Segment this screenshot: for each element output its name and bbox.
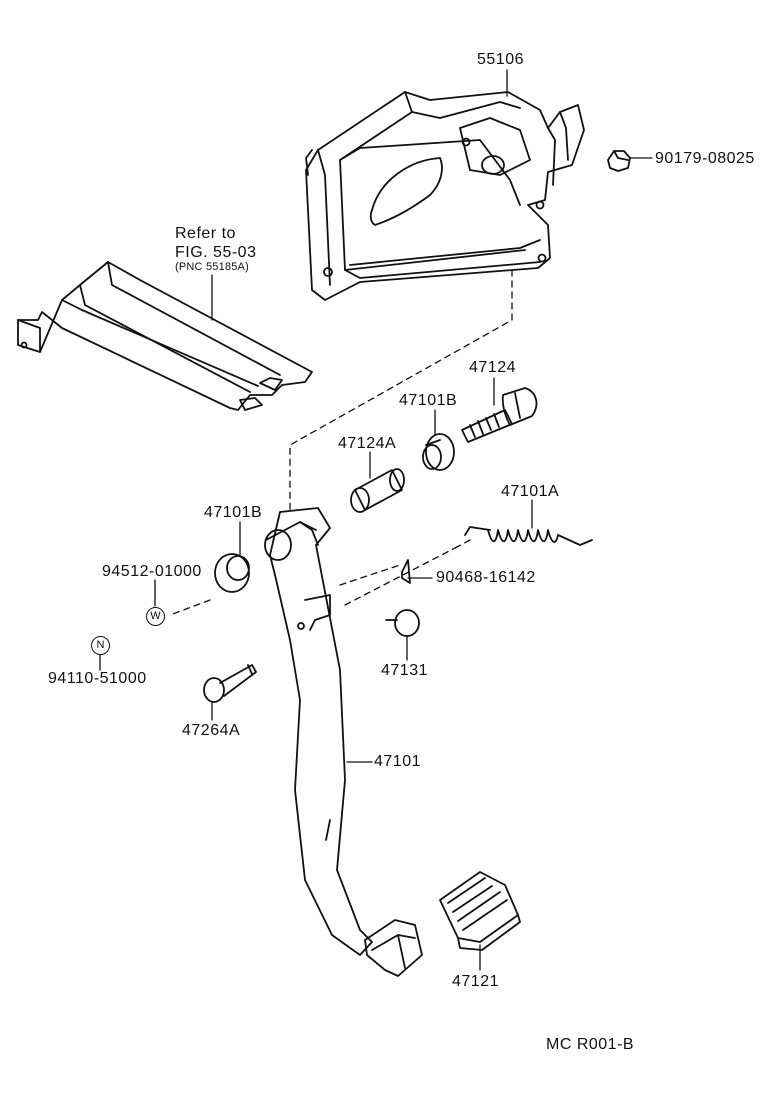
label-47101B-top: 47101B: [399, 392, 458, 409]
label-47121: 47121: [452, 973, 499, 990]
label-94512-01000: 94512-01000: [102, 563, 202, 580]
referenced-bracket: [17, 261, 313, 411]
label-47264A: 47264A: [182, 722, 241, 739]
label-47101: 47101: [374, 753, 421, 770]
bushing-47101B-top: [422, 433, 455, 471]
clip-90468: [401, 559, 411, 584]
nut-symbol-n: N: [91, 636, 110, 655]
bolt-47124: [461, 387, 538, 443]
figure-code: MC R001-B: [546, 1036, 635, 1053]
label-refer-line2: FIG. 55-03: [175, 244, 257, 261]
label-refer-line1: Refer to: [175, 225, 236, 242]
label-47101B-left: 47101B: [204, 504, 263, 521]
bushing-47101B-left: [214, 553, 250, 593]
label-47124: 47124: [469, 359, 516, 376]
pedal-arm-47101: [264, 507, 423, 977]
label-47131: 47131: [381, 662, 428, 679]
collar-47124A: [350, 468, 405, 513]
pedal-pad-47121: [439, 871, 521, 951]
leader-lines: [99, 69, 653, 971]
nut-90179: [607, 150, 631, 172]
label-47124A: 47124A: [338, 435, 397, 452]
stopper-47131: [385, 609, 420, 637]
label-94110-51000: 94110-51000: [48, 670, 147, 687]
label-90468-16142: 90468-16142: [436, 569, 536, 586]
washer-symbol-w: W: [146, 607, 165, 626]
reference-lines: [169, 269, 513, 616]
label-47101A: 47101A: [501, 483, 560, 500]
pin-47264A: [203, 664, 257, 703]
label-55106: 55106: [477, 51, 524, 68]
pedal-bracket-55106: [305, 91, 585, 301]
spring-47101A: [464, 526, 593, 546]
label-90179-08025: 90179-08025: [655, 150, 755, 167]
label-refer-line3: (PNC 55185A): [175, 261, 249, 273]
